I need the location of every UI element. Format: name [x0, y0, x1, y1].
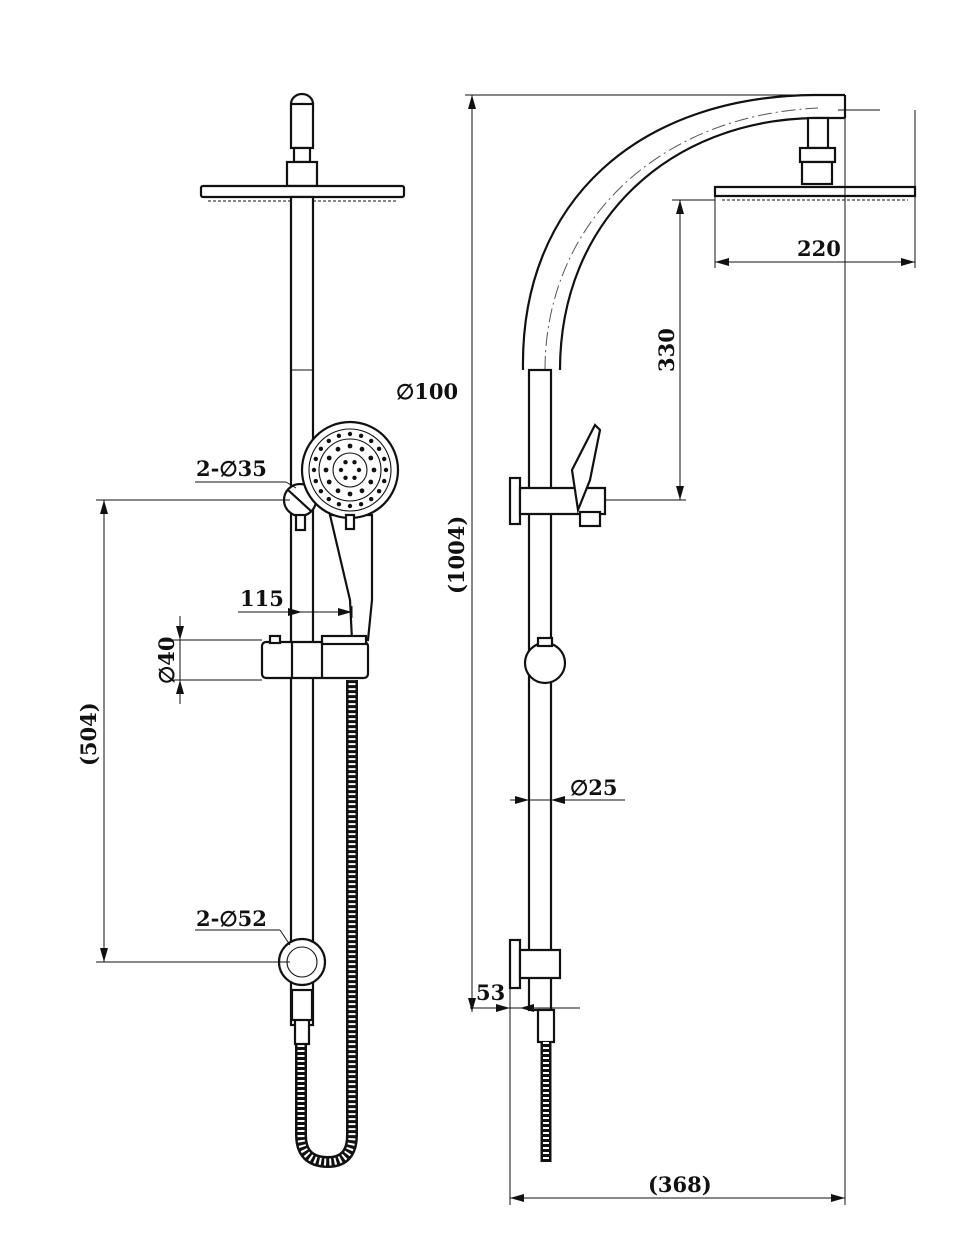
spray-nozzle — [313, 478, 318, 484]
spray-nozzle — [358, 502, 364, 507]
arm-knob — [285, 92, 319, 188]
head-diameter-label: 220 — [797, 236, 841, 261]
bracket-bottom-front — [277, 937, 327, 1022]
shower-head-side — [713, 185, 917, 201]
spray-nozzle — [318, 489, 324, 494]
overall-height-label: (1004) — [444, 516, 469, 594]
spray-nozzle — [323, 467, 329, 473]
spray-nozzle — [336, 433, 342, 438]
spray-nozzle — [376, 446, 382, 451]
spray-nozzle — [371, 467, 377, 473]
spray-nozzle — [326, 496, 331, 502]
bracket-spacing-label: (504) — [76, 702, 101, 766]
spray-nozzle — [326, 438, 331, 444]
spray-nozzle — [376, 489, 382, 494]
spray-nozzle — [335, 446, 341, 452]
spray-nozzle — [358, 433, 364, 438]
handshower-offset-label: 115 — [240, 586, 284, 611]
spray-nozzle — [368, 479, 374, 485]
spray-nozzle — [343, 460, 348, 465]
curved-arm-side — [521, 93, 847, 371]
slide-holder-side — [523, 636, 567, 685]
spray-nozzle — [368, 455, 374, 461]
spray-nozzle — [369, 496, 374, 502]
handshower-diameter-label: ∅100 — [396, 379, 458, 404]
spray-nozzle — [352, 475, 357, 480]
spray-nozzle — [313, 456, 318, 462]
handshower-front — [300, 420, 400, 642]
rail-diameter-label: ∅25 — [570, 775, 618, 800]
dimension-lines — [96, 94, 916, 1205]
spray-nozzle — [352, 460, 357, 465]
spray-nozzle — [359, 488, 365, 494]
spray-nozzle — [347, 431, 353, 437]
dimension-labels: ∅100 2-∅35 115 ∅40 (504) 2-∅52 (1004) 22… — [76, 236, 841, 1197]
spray-nozzle — [382, 478, 387, 484]
slide-holder-front — [260, 634, 370, 680]
head-connector-side — [798, 116, 837, 186]
spray-nozzle — [335, 488, 341, 494]
spray-nozzle — [338, 467, 344, 473]
bracket-bottom-side — [508, 938, 562, 990]
hose-front — [293, 680, 358, 1169]
spray-nozzle — [356, 467, 362, 473]
spray-nozzle — [369, 438, 374, 444]
head-to-bracket-label: 330 — [654, 328, 679, 372]
bracket-top-label: 2-∅35 — [196, 456, 267, 481]
spray-nozzle — [326, 455, 332, 461]
spray-nozzle — [318, 446, 324, 451]
spray-nozzle — [382, 456, 387, 462]
wall-offset-label: 53 — [476, 980, 505, 1005]
spray-nozzle — [347, 443, 353, 449]
spray-nozzle — [359, 446, 365, 452]
front-view — [199, 92, 406, 1169]
spray-nozzle — [343, 475, 348, 480]
spray-nozzle — [311, 467, 317, 473]
hose-stub-side — [536, 1008, 556, 1162]
overall-projection-label: (368) — [648, 1172, 712, 1197]
spray-nozzle — [383, 467, 389, 473]
spray-nozzle — [347, 503, 353, 509]
spray-nozzles — [311, 431, 389, 509]
holder-diameter-label: ∅40 — [154, 636, 179, 684]
spray-nozzle — [347, 491, 353, 497]
side-view — [508, 93, 917, 1162]
bracket-bottom-label: 2-∅52 — [196, 906, 267, 931]
spray-nozzle — [326, 479, 332, 485]
spray-nozzle — [336, 502, 342, 507]
bracket-top-side — [508, 423, 607, 528]
rail-side — [527, 368, 553, 1012]
